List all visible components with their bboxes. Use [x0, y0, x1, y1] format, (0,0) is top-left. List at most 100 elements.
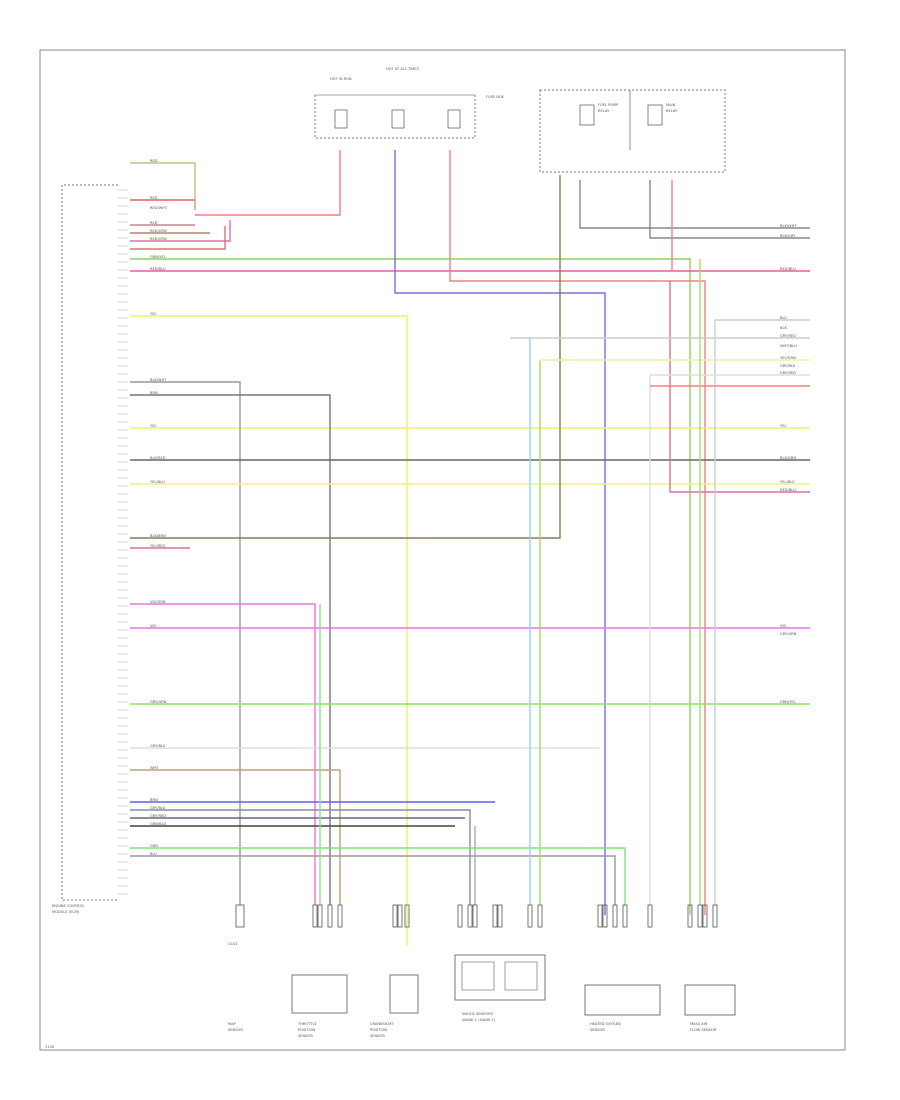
wire-label-left: GRN — [150, 844, 158, 848]
wire-label-left: BRN — [150, 798, 158, 802]
sensor-throttle-label-2: POSITION — [298, 1028, 315, 1032]
sensor-map: MAP SENSOR — [228, 1022, 243, 1032]
diagram-frame — [39, 49, 846, 1051]
ecm-label-2: MODULE (ECM) — [52, 910, 80, 914]
sensor-maf: MASS AIR FLOW SENSOR — [684, 984, 736, 1032]
wire-label-right: WHT/BLU — [780, 344, 797, 348]
sensor-crank-label-2: POSITION — [370, 1028, 387, 1032]
fuse-box-label-1: HOT AT ALL TIMES — [386, 67, 420, 71]
sensor-o2-label-2: SENSOR — [590, 1028, 605, 1032]
fuse-box: HOT AT ALL TIMES HOT IN RUN FUSE BOX — [314, 67, 504, 139]
sensor-map-label-2: SENSOR — [228, 1028, 243, 1032]
connector-plug — [697, 904, 703, 928]
ecm-pin-column — [118, 189, 128, 895]
sensor-maf-label-1: MASS AIR — [690, 1022, 708, 1026]
wire-label-left: RED/GRN — [150, 237, 167, 241]
sensor-knock-label-2: (BANK 1 / BANK 2) — [462, 1018, 496, 1022]
wire-label-left: BRN — [150, 391, 158, 395]
ecm-module: ENGINE CONTROL MODULE (ECM) — [52, 184, 118, 914]
wire-label-right: GRY/GRN — [780, 632, 797, 636]
sensor-throttle-label-1: THROTTLE — [297, 1022, 318, 1026]
sensor-crank: CRANKSHAFT POSITION SENSOR — [370, 974, 419, 1038]
connector-plug — [497, 904, 503, 928]
connector-plug — [472, 904, 478, 928]
ecm-label-1: ENGINE CONTROL — [52, 904, 84, 908]
wire-label-left: GRN/BLU — [150, 822, 166, 826]
wire-label-left: YEL — [150, 312, 156, 316]
wire-label-right: BLK/WHT — [780, 224, 797, 228]
connector-plug — [392, 904, 398, 928]
connector-plug — [602, 904, 608, 928]
wire-label-left: BLK/BRN — [150, 534, 166, 538]
connector-plug — [612, 904, 618, 928]
wire-label-left: YEL/RED — [150, 544, 165, 548]
wire-label-right: YEL/GRN — [780, 356, 796, 360]
connector-plug — [712, 904, 718, 928]
footer-code: 1100 — [45, 1045, 55, 1049]
wire-harness — [130, 150, 810, 945]
connector-plug — [527, 904, 533, 928]
connector-plugs — [312, 904, 718, 928]
wire-label-left: BLU — [150, 852, 157, 856]
connector-plug — [327, 904, 333, 928]
wire-label-left: RED/BLU — [150, 267, 166, 271]
connector-plug — [312, 904, 318, 928]
connector-plug — [397, 904, 403, 928]
sensor-throttle: THROTTLE POSITION SENSOR — [291, 974, 348, 1038]
wire-label-left: RED — [150, 221, 158, 225]
wire-label-right: GRN/YEL — [780, 700, 796, 704]
wire-label-right: BLU — [780, 316, 787, 320]
wire-label-left: GRY/BLU — [150, 806, 166, 810]
connector-plug — [404, 904, 410, 928]
wire-label-right: BLK/GRN — [780, 456, 796, 460]
wire-label-left: GRY/RED — [150, 814, 166, 818]
wire-label-right: BLK/GRY — [780, 234, 796, 238]
wire-label-left: VIO — [150, 624, 157, 628]
sensor-crank-label-3: SENSOR — [370, 1034, 385, 1038]
wire-label-left: YEL/BLU — [150, 480, 165, 484]
sensor-map-label-1: MAP — [228, 1022, 237, 1026]
connector-plug — [702, 904, 708, 928]
wire-label-left: VIO/GRN — [150, 600, 166, 604]
sensor-throttle-label-3: SENSOR — [298, 1034, 313, 1038]
relay-label-4: RELAY — [666, 109, 678, 113]
relay-block: FUEL PUMP RELAY MAIN RELAY — [539, 89, 726, 173]
wire-label-left: GRY/BLU — [150, 744, 166, 748]
fuse-box-label-2: HOT IN RUN — [330, 77, 352, 81]
wire-label-right: RED/BLU — [780, 267, 796, 271]
connector-plug — [622, 904, 628, 928]
wire-label-right: GRY/BLK — [780, 364, 796, 368]
relay-label-3: MAIN — [666, 103, 676, 107]
wire-label-left: RED/GRN — [150, 229, 167, 233]
fuse-box-label-3: FUSE BOX — [486, 95, 504, 99]
wire-label-left: BLK/RED — [150, 456, 166, 460]
connector-plug — [537, 904, 543, 928]
wire-labels-left: REDREDRED/WHTREDRED/GRNRED/GRNGRN/YELRED… — [150, 159, 168, 856]
connector-plug — [647, 904, 653, 928]
connector-plug — [457, 904, 463, 928]
wire-label-left: RED — [150, 159, 158, 163]
wire-label-left: RED — [150, 196, 158, 200]
wire-label-right: YEL/BLU — [780, 480, 795, 484]
wire-label-left: GRY/GRN — [150, 700, 167, 704]
ground-g101: G101 — [228, 904, 245, 946]
sensor-crank-label-1: CRANKSHAFT — [370, 1022, 395, 1026]
wire-label-left: WHT — [150, 766, 159, 770]
relay-label-1: FUEL PUMP — [598, 103, 619, 107]
connector-plug — [492, 904, 498, 928]
relay-label-2: RELAY — [598, 109, 610, 113]
sensor-knock-label-1: KNOCK SENSORS — [462, 1012, 494, 1016]
wire-label-right: YEL — [780, 424, 786, 428]
wire-label-left: RED/WHT — [150, 206, 168, 210]
sensor-maf-label-2: FLOW SENSOR — [690, 1028, 717, 1032]
wire-label-right: VIO — [780, 624, 787, 628]
sensor-o2-label-1: HEATED OXYGEN — [590, 1022, 621, 1026]
connector-plug — [317, 904, 323, 928]
wire-label-right: RED/BLU — [780, 488, 796, 492]
connector-plug — [337, 904, 343, 928]
wire-label-right: BLK — [780, 326, 787, 330]
wire-labels-right: BLK/WHTBLK/GRYRED/BLUBLUBLKGRY/REDWHT/BL… — [780, 224, 797, 704]
connector-plug — [467, 904, 473, 928]
ground-label: G101 — [228, 942, 238, 946]
